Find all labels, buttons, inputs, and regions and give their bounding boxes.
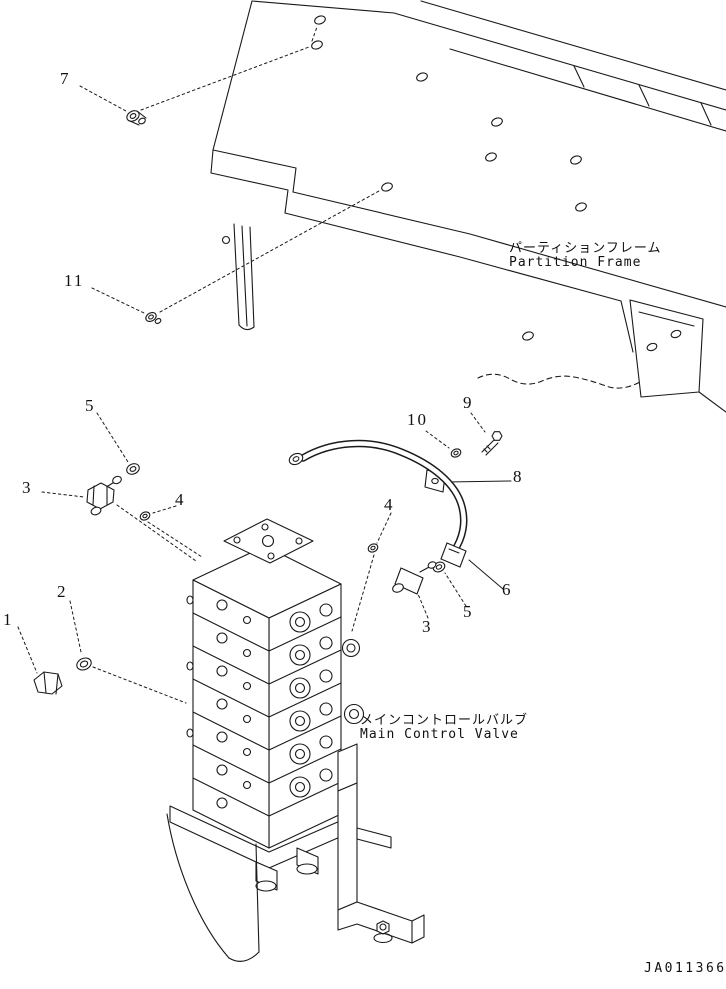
- small-parts-drawing: [33, 110, 503, 695]
- leader-lines-solid: [446, 480, 512, 590]
- main-control-valve-label-en: Main Control Valve: [360, 727, 519, 742]
- drawing-number: JA011366: [644, 961, 726, 976]
- callout-5-left: 5: [85, 396, 96, 415]
- callout-5-right: 5: [463, 602, 474, 621]
- partition-frame-label-en: Partition Frame: [509, 255, 642, 270]
- main-control-valve-drawing: [169, 518, 365, 892]
- hose-assembly-drawing: [288, 439, 468, 568]
- callout-1: 1: [3, 610, 14, 629]
- callout-7: 7: [60, 69, 71, 88]
- callout-3-right: 3: [422, 617, 433, 636]
- main-control-valve-label-jp: メインコントロールバルブ: [360, 713, 529, 728]
- mounting-bracket-drawing: [166, 743, 425, 962]
- callout-6: 6: [502, 580, 513, 599]
- callout-3-left: 3: [22, 478, 33, 497]
- partition-frame-label-jp: パーティションフレーム: [509, 241, 662, 256]
- callout-2: 2: [57, 582, 68, 601]
- callout-4-left: 4: [175, 490, 186, 509]
- leader-lines-dashed: [17, 26, 486, 704]
- callout-10: 10: [407, 410, 428, 429]
- callout-4-right: 4: [384, 495, 395, 514]
- callout-8: 8: [513, 467, 524, 486]
- callout-11: 11: [64, 271, 85, 290]
- partition-frame-drawing: [210, 0, 726, 413]
- callout-9: 9: [463, 393, 474, 412]
